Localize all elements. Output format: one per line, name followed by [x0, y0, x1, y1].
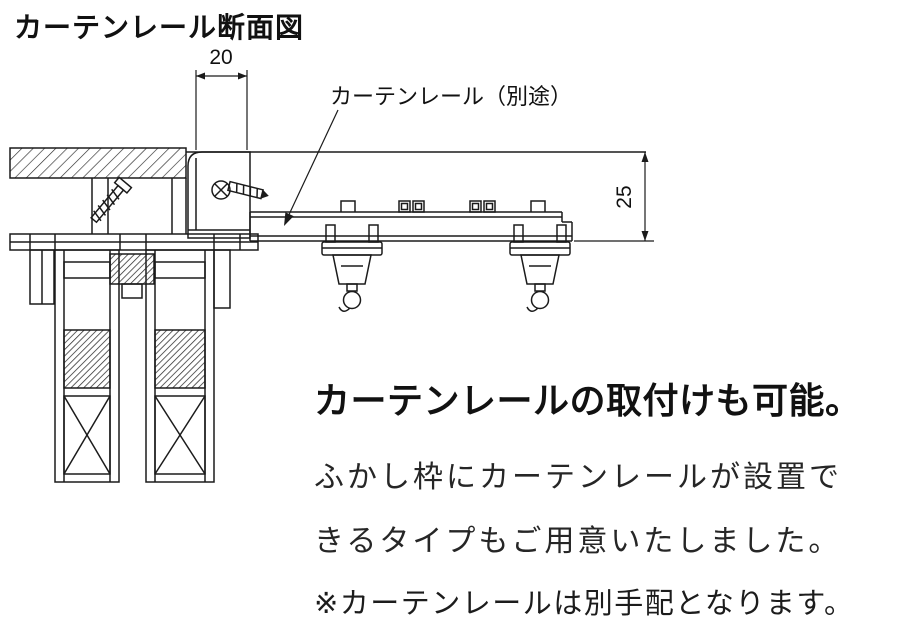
note-line: ※カーテンレールは別手配となります。 [314, 580, 900, 618]
page-title: カーテンレール断面図 [14, 12, 305, 43]
frame-head [9, 233, 259, 251]
curtain-runner-right [509, 224, 571, 313]
curtain-rail [249, 200, 573, 242]
rail-callout-leader [284, 109, 339, 226]
curtain-runner-left [321, 224, 383, 313]
dimension-width [195, 70, 248, 150]
rail-callout-label: カーテンレール（別途） [330, 84, 572, 109]
drawing-lines: 20 カーテンレール（別途） 25 [9, 46, 654, 483]
mounting-screw-icon [90, 176, 133, 224]
rail-bracket [187, 151, 269, 239]
cross-section-diagram: 20 カーテンレール（別途） 25 [9, 46, 654, 483]
ceiling-hatch [9, 147, 187, 179]
description-block: カーテンレールの取付けも可能。 ふかし枠にカーテンレールが設置で きるタイプもご… [314, 372, 900, 618]
note-text: ※カーテンレールは別手配となります。 [314, 580, 855, 618]
dimension-height [574, 152, 654, 242]
dimension-width-label: 20 [209, 46, 232, 69]
dimension-height-label: 25 [613, 185, 636, 208]
frame-section [29, 249, 231, 483]
description-line-1: ふかし枠にカーテンレールが設置で [314, 461, 842, 494]
description-line-2: きるタイプもご用意いたしました。 [314, 525, 842, 558]
diagram-svg: 20 カーテンレール（別途） 25 [9, 46, 654, 483]
description-heading: カーテンレールの取付けも可能。 [314, 380, 862, 421]
